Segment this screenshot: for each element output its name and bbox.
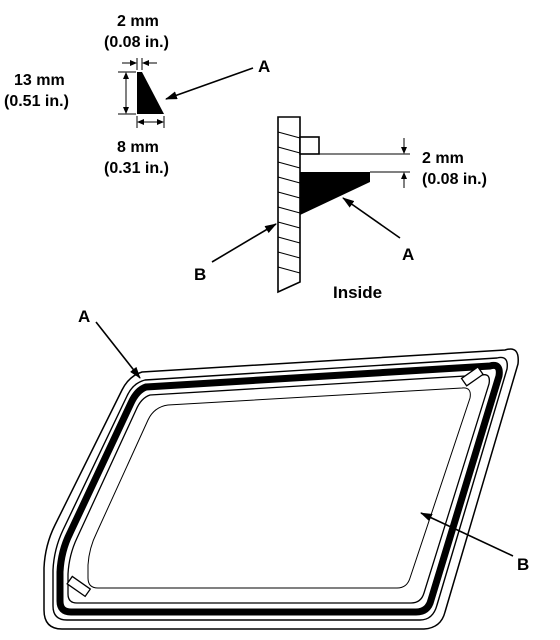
quarter-glass [43, 321, 519, 630]
reference-square [299, 136, 320, 155]
height-mm: 13 mm [14, 72, 65, 89]
label-a-bead: A [258, 57, 270, 76]
label-inside: Inside [333, 283, 382, 302]
bead-profile [137, 72, 164, 114]
adhesive-bead [300, 172, 370, 215]
glass-edge-section [277, 116, 301, 294]
section-b-leader [211, 223, 277, 263]
top-width-mm: 2 mm [117, 13, 159, 30]
offset-in: (0.08 in.) [422, 171, 487, 188]
glass-outer-edge [43, 348, 519, 630]
base-width-in: (0.31 in.) [104, 160, 169, 177]
height-in: (0.51 in.) [4, 93, 69, 110]
label-b-glass: B [517, 555, 529, 574]
ceramic-band [56, 362, 503, 616]
glass-a-leader [95, 321, 141, 379]
label-b-section: B [194, 265, 206, 284]
bead-cross-section [118, 58, 254, 128]
offset-mm: 2 mm [422, 150, 464, 167]
label-a-section: A [402, 245, 414, 264]
spacer-top-right [460, 366, 484, 387]
glass-b-leader [420, 512, 514, 557]
spacer-bottom-left [66, 575, 92, 598]
base-width-mm: 8 mm [117, 139, 159, 156]
glass-section-view [211, 116, 410, 294]
label-a-glass: A [78, 307, 90, 326]
glass-visible-area [87, 387, 471, 589]
section-a-leader [342, 197, 401, 239]
top-width-in: (0.08 in.) [104, 34, 169, 51]
bead-leader-arrow [165, 67, 254, 100]
